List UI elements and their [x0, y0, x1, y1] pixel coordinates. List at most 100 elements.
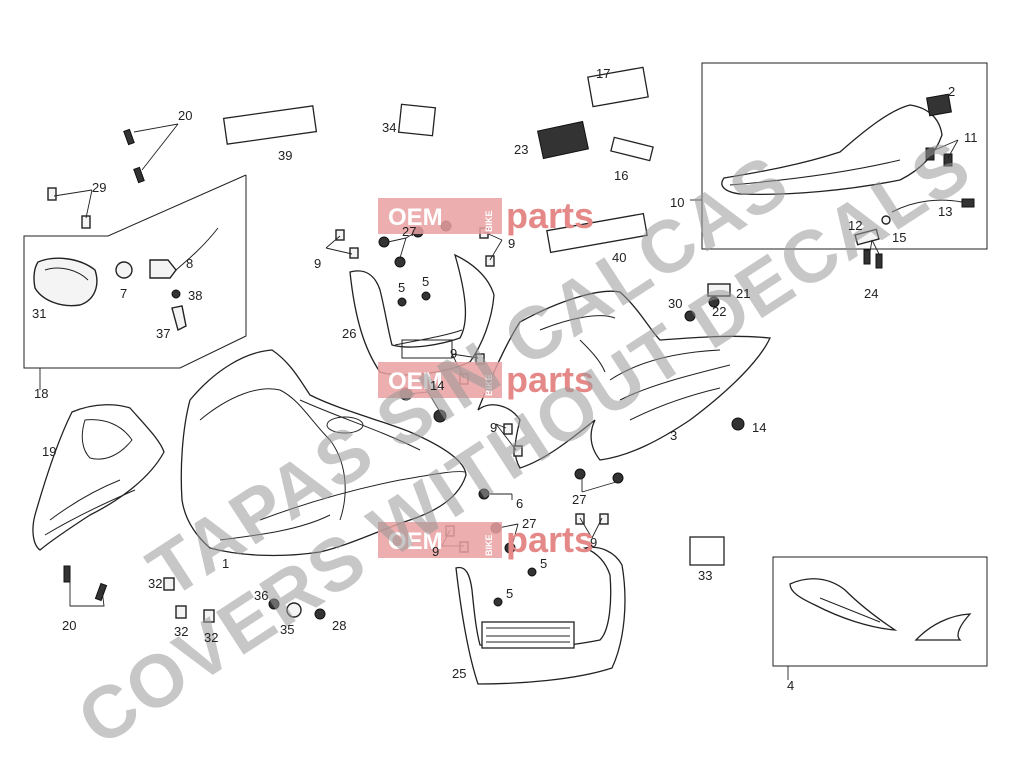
part-20-screw: [123, 128, 135, 146]
callout-17: 17: [596, 66, 610, 81]
decal-group-frame: [772, 556, 988, 667]
callout-18: 18: [34, 386, 48, 401]
callout-26: 26: [342, 326, 356, 341]
callout-5d: 5: [506, 586, 513, 601]
part-23-plate: [536, 120, 590, 160]
part-6-bolt: [478, 488, 490, 500]
callout-7: 7: [120, 286, 127, 301]
part-27-screw-f: [612, 472, 624, 484]
part-11-clip: [925, 147, 935, 161]
svg-text:parts: parts: [506, 195, 594, 236]
part-9-clip-g: [503, 423, 513, 435]
part-30-nut: [684, 310, 696, 322]
callout-2: 2: [948, 84, 955, 99]
svg-text:OEM: OEM: [388, 528, 443, 555]
callout-29: 29: [92, 180, 106, 195]
part-40-sheet: [546, 212, 648, 254]
part-19-headlight-cover: [32, 404, 165, 551]
oem-parts-logo-1: OEM BIKE parts: [378, 195, 594, 236]
callout-24: 24: [864, 286, 878, 301]
part-5-bolt-b: [421, 291, 431, 301]
callout-37: 37: [156, 326, 170, 341]
part-31-headlight: [33, 257, 98, 307]
callout-20a: 20: [178, 108, 192, 123]
svg-text:OEM: OEM: [388, 204, 443, 231]
callout-38: 38: [188, 288, 202, 303]
part-27-screw: [378, 236, 390, 248]
part-5-bolt: [397, 297, 407, 307]
part-34-plate: [397, 103, 437, 137]
part-3-rear-fender: [477, 290, 771, 469]
svg-text:OEM: OEM: [388, 368, 443, 395]
part-38-screw: [171, 289, 181, 299]
callout-9e: 9: [432, 544, 439, 559]
callout-10: 10: [670, 195, 684, 210]
part-2-hinge: [926, 93, 952, 117]
headlight-group-frame: [23, 174, 247, 369]
part-1-front-fender: [180, 349, 467, 557]
part-9-clip-l: [599, 513, 609, 525]
part-29-clip: [47, 187, 57, 201]
callout-labels: 1 2 3 4 5 5 5 5 6 7 8 9 9 9 9 9 9 10 11 …: [32, 66, 978, 693]
part-33-pad: [689, 536, 725, 566]
callout-8: 8: [186, 256, 193, 271]
callout-31: 31: [32, 306, 46, 321]
callout-33: 33: [698, 568, 712, 583]
svg-text:BIKE: BIKE: [484, 534, 494, 556]
part-14-bolt-c: [433, 409, 447, 423]
callout-19: 19: [42, 444, 56, 459]
part-10-seat: [721, 104, 943, 196]
callout-3: 3: [670, 428, 677, 443]
callout-27a: 27: [402, 224, 416, 239]
callout-32b: 32: [174, 624, 188, 639]
part-7-bulb: [115, 261, 133, 279]
svg-text:BIKE: BIKE: [484, 210, 494, 232]
part-9-clip-b: [349, 247, 359, 259]
part-5-bolt-d: [493, 597, 503, 607]
part-13-connector: [961, 198, 975, 208]
part-36-nut: [268, 598, 280, 610]
callout-22: 22: [712, 304, 726, 319]
part-17-badge: [587, 66, 649, 108]
callout-4: 4: [787, 678, 794, 693]
part-4-decals: [789, 578, 972, 641]
callout-5c: 5: [540, 556, 547, 571]
part-25-footrest-panel: [455, 546, 626, 685]
callout-12: 12: [848, 218, 862, 233]
part-21-clip: [707, 283, 731, 297]
callout-14a: 14: [430, 378, 444, 393]
part-9-clip-d: [485, 255, 495, 267]
part-32-clip-c: [203, 609, 215, 623]
part-37-bracket: [171, 305, 187, 332]
callout-35: 35: [280, 622, 294, 637]
part-9-clip-h: [513, 445, 523, 457]
part-20-screw-b: [133, 166, 145, 184]
callout-40: 40: [612, 250, 626, 265]
callout-9a: 9: [314, 256, 321, 271]
oem-parts-logo-2: OEM BIKE parts: [378, 359, 594, 400]
callout-20b: 20: [62, 618, 76, 633]
part-12-latch: [854, 228, 880, 246]
callout-32a: 32: [148, 576, 162, 591]
svg-text:parts: parts: [506, 519, 594, 560]
callout-6: 6: [516, 496, 523, 511]
callout-27b: 27: [572, 492, 586, 507]
part-14-bolt: [731, 417, 745, 431]
callout-1: 1: [222, 556, 229, 571]
part-24-bolt: [863, 249, 871, 265]
callout-30: 30: [668, 296, 682, 311]
part-27-screw-d: [394, 256, 406, 268]
callout-5b: 5: [422, 274, 429, 289]
callout-23: 23: [514, 142, 528, 157]
callout-11: 11: [964, 130, 978, 145]
callout-27c: 27: [522, 516, 536, 531]
callout-13: 13: [938, 204, 952, 219]
callout-25: 25: [452, 666, 466, 681]
callout-9f: 9: [590, 535, 597, 550]
callout-9d: 9: [490, 420, 497, 435]
part-16-strap: [610, 136, 654, 162]
callout-32c: 32: [204, 630, 218, 645]
callout-21: 21: [736, 286, 750, 301]
part-28-bolt: [314, 608, 326, 620]
part-8-wire: [175, 227, 219, 271]
